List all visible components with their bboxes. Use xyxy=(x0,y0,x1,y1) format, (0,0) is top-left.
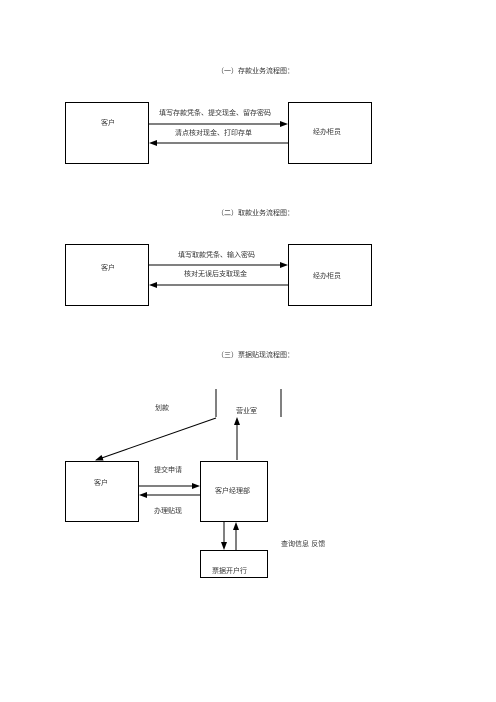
discount-label: 办理贴现 xyxy=(154,507,182,515)
transfer-label: 划款 xyxy=(155,404,169,412)
section-1-title: （一）存款业务流程图： xyxy=(217,67,294,75)
manager-box: 客户经理部 xyxy=(200,461,268,522)
section-2-teller-box: 经办柜员 xyxy=(288,244,372,306)
section-2-teller-label: 经办柜员 xyxy=(313,272,341,280)
section-3-customer-box: 客户 xyxy=(65,461,139,522)
submit-label: 提交申请 xyxy=(154,466,182,474)
section-1-forward-label: 填写存款凭条、提交现金、留存密码 xyxy=(159,109,271,117)
bank-label: 票据开户行 xyxy=(212,567,247,575)
section-2-customer-box: 客户 xyxy=(65,244,149,306)
section-1-back-label: 清点核对现金、打印存单 xyxy=(175,129,252,137)
section-1-customer-box: 客户 xyxy=(65,102,149,164)
office-label: 营业室 xyxy=(236,407,257,415)
transfer-arrow xyxy=(95,417,217,461)
section-2-forward-label: 填写取款凭条、输入密码 xyxy=(178,251,255,259)
section-1-teller-box: 经办柜员 xyxy=(288,102,372,164)
section-2-customer-label: 客户 xyxy=(101,264,115,272)
section-2-title: （二）取款业务流程图： xyxy=(217,209,294,217)
section-1-teller-label: 经办柜员 xyxy=(313,128,341,136)
section-2-back-label: 核对无误后支取现金 xyxy=(184,270,247,278)
section-3-customer-label: 客户 xyxy=(94,479,108,487)
bank-box: 票据开户行 xyxy=(200,550,268,578)
query-label: 查询信息 反馈 xyxy=(281,540,326,548)
manager-label: 客户经理部 xyxy=(215,487,250,495)
section-3-title: （三）票据贴现流程图： xyxy=(217,351,294,359)
section-1-customer-label: 客户 xyxy=(101,119,115,127)
